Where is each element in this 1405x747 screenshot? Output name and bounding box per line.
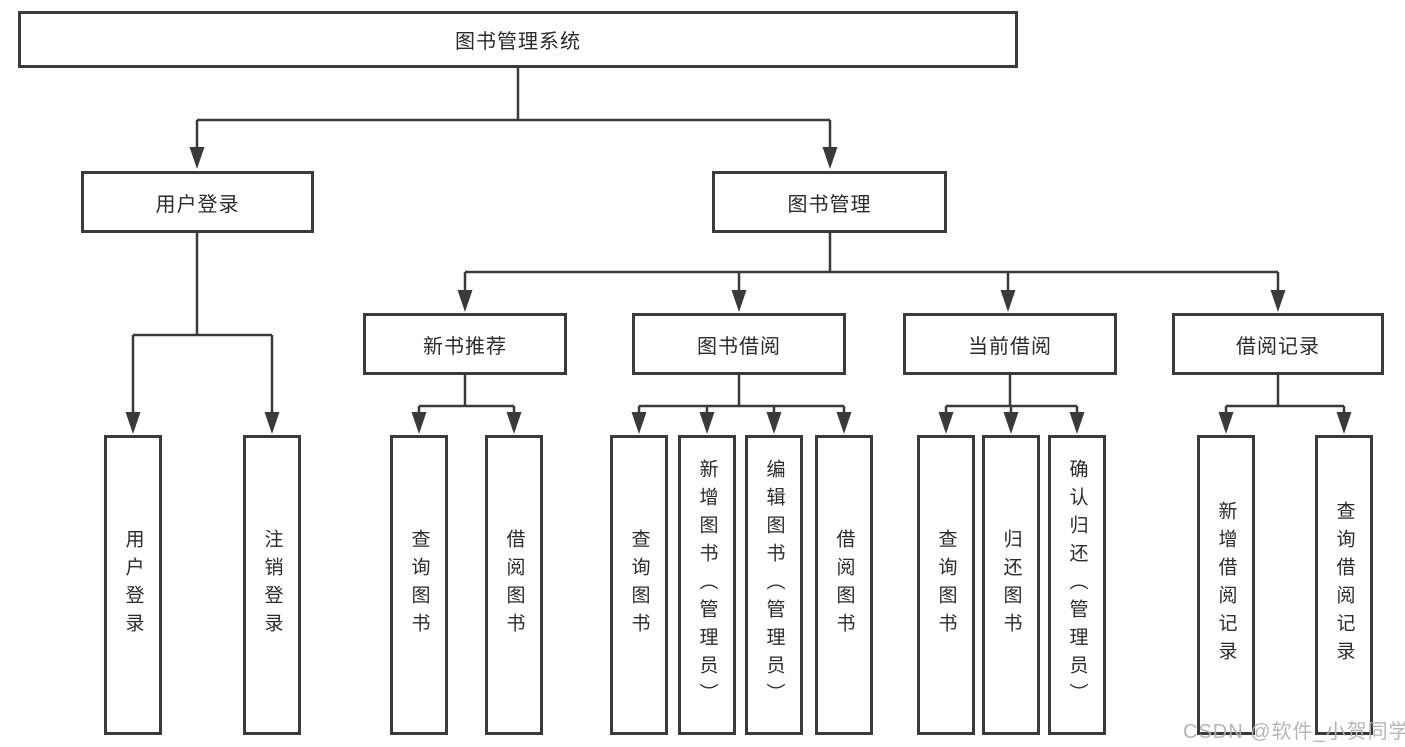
leaf-query-borrow-record: 查询借阅记录 [1315, 435, 1373, 735]
node-library-system-label: 图书管理系统 [455, 31, 581, 53]
leaf-borrow-books-borrowing: 借阅图书 [815, 435, 873, 735]
leaf-borrow-books-borrowing-label: 借阅图书 [833, 529, 855, 641]
node-new-book-recommend: 新书推荐 [363, 313, 567, 375]
leaf-confirm-return-admin-label: 确认归还（管理员） [1066, 459, 1088, 711]
leaf-query-books-borrowing-label: 查询图书 [628, 529, 650, 641]
node-book-borrowing: 图书借阅 [632, 313, 846, 375]
leaf-logout-label: 注销登录 [261, 529, 283, 641]
leaf-add-books-admin-label: 新增图书（管理员） [696, 459, 718, 711]
leaf-edit-books-admin: 编辑图书（管理员） [745, 435, 803, 735]
node-current-borrowing: 当前借阅 [903, 313, 1117, 375]
leaf-add-books-admin: 新增图书（管理员） [678, 435, 736, 735]
leaf-query-borrow-record-label: 查询借阅记录 [1333, 501, 1355, 669]
node-user-login: 用户登录 [81, 171, 314, 233]
leaf-logout: 注销登录 [243, 435, 301, 735]
node-library-system: 图书管理系统 [18, 11, 1018, 68]
csdn-watermark: CSDN @软件_小贺同学 [1183, 721, 1405, 743]
leaf-user-login-label: 用户登录 [122, 529, 144, 641]
leaf-query-books-recommend-label: 查询图书 [408, 529, 430, 641]
leaf-borrow-books-recommend-label: 借阅图书 [503, 529, 525, 641]
node-book-management: 图书管理 [712, 171, 947, 233]
node-book-borrowing-label: 图书借阅 [697, 335, 781, 358]
leaf-query-books-recommend: 查询图书 [390, 435, 448, 735]
leaf-add-borrow-record-label: 新增借阅记录 [1215, 501, 1237, 669]
leaf-edit-books-admin-label: 编辑图书（管理员） [763, 459, 785, 711]
node-current-borrowing-label: 当前借阅 [968, 335, 1052, 358]
leaf-query-books-borrowing: 查询图书 [610, 435, 668, 735]
node-user-login-label: 用户登录 [155, 193, 240, 216]
leaf-query-books-current-label: 查询图书 [935, 529, 957, 641]
leaf-borrow-books-recommend: 借阅图书 [485, 435, 543, 735]
node-borrowing-records: 借阅记录 [1172, 313, 1384, 375]
leaf-return-books: 归还图书 [982, 435, 1040, 735]
node-book-management-label: 图书管理 [787, 193, 872, 216]
node-borrowing-records-label: 借阅记录 [1236, 335, 1320, 358]
node-new-book-recommend-label: 新书推荐 [423, 335, 507, 358]
leaf-user-login: 用户登录 [104, 435, 162, 735]
leaf-add-borrow-record: 新增借阅记录 [1197, 435, 1255, 735]
leaf-query-books-current: 查询图书 [917, 435, 975, 735]
leaf-return-books-label: 归还图书 [1000, 529, 1022, 641]
leaf-confirm-return-admin: 确认归还（管理员） [1048, 435, 1106, 735]
